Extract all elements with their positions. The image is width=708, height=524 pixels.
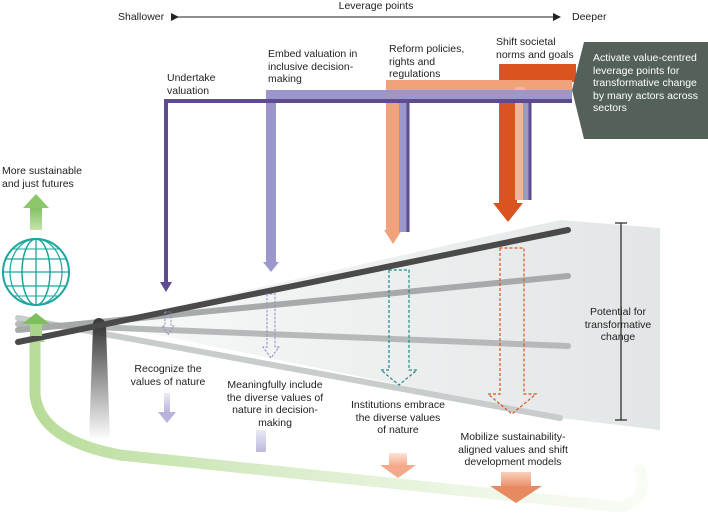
lever-arrow-undertake-valuation	[160, 99, 572, 292]
potential-bracket	[615, 222, 627, 421]
globe-label: More sustainable and just futures	[2, 165, 82, 190]
lever-label-reform-policies: Reform policies, rights and regulations	[389, 43, 465, 80]
faded-arrow-mobilize	[490, 472, 542, 503]
future-up-arrow	[23, 194, 49, 230]
globe-up-arrow	[22, 313, 50, 336]
lever-bar-main	[15, 227, 571, 345]
dashed-arrow-recognize	[161, 311, 175, 336]
faded-arrow-include	[256, 430, 266, 452]
lever-bar-3	[15, 321, 571, 349]
callout-text: Activate value-centred leverage points f…	[593, 52, 699, 114]
outcome-label-institutions: Institutions embrace the diverse values …	[351, 399, 445, 436]
lever-label-undertake-valuation: Undertake valuation	[167, 72, 216, 97]
lever-arrow-embed-valuation	[263, 90, 572, 272]
lever-arrow-shift-norms	[493, 64, 576, 222]
potential-label: Potential for transformative change	[584, 306, 652, 343]
lever-bar-4	[15, 315, 563, 421]
dashed-arrow-mobilize	[486, 247, 538, 415]
dashed-arrow-include	[262, 293, 280, 359]
outcome-label-mobilize: Mobilize sustainability-aligned values a…	[458, 431, 568, 468]
header-deeper-label: Deeper	[572, 11, 607, 23]
lever-label-shift-norms: Shift societal norms and goals	[496, 36, 574, 61]
outcome-label-include: Meaningfully include the diverse values …	[226, 379, 324, 429]
header-shallower-label: Shallower	[118, 11, 165, 23]
faded-arrow-recognize	[158, 393, 176, 423]
callout-box	[572, 42, 708, 139]
feedback-loop-arrow	[29, 334, 648, 513]
fulcrum-post	[89, 326, 110, 440]
potential-fan-shading	[100, 220, 660, 430]
faded-arrow-institutions	[380, 453, 416, 478]
outcome-label-recognize: Recognize the values of nature	[130, 363, 206, 388]
header-title: Leverage points	[338, 0, 414, 12]
lever-label-embed-valuation: Embed valuation in inclusive decision-ma…	[268, 48, 358, 85]
lever-arrow-reform-policies	[384, 80, 572, 244]
dashed-arrow-institutions	[379, 269, 419, 386]
globe-icon	[2, 238, 70, 306]
